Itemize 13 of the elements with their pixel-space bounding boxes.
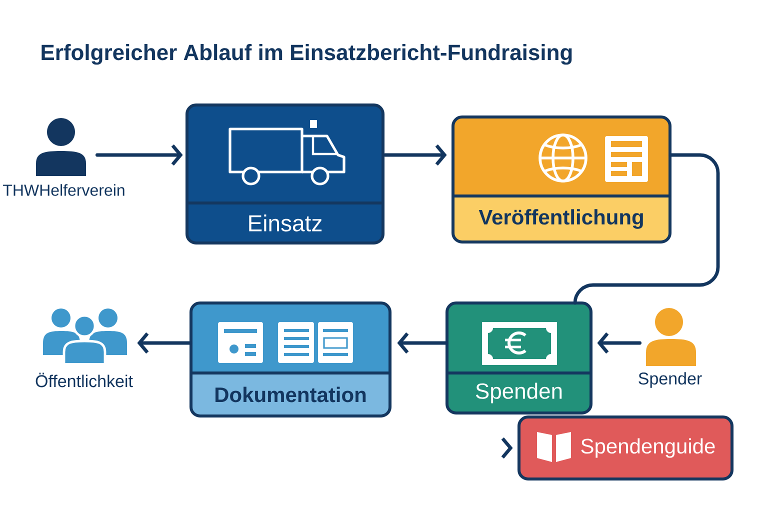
arrow [397, 332, 448, 354]
title: Erfolgreicher Ablauf im Einsatzbericht-Fundraising [42, 44, 572, 65]
arrow [597, 332, 642, 354]
chevron-arrow [501, 437, 513, 459]
guide-box: Spendenguide [518, 416, 734, 480]
node-label: THWHelferverein [3, 184, 124, 196]
node-label: Öffentlichkeit [36, 372, 133, 388]
arrow [137, 332, 192, 354]
process-box: Veröffentlichung [452, 116, 672, 244]
arrow [96, 144, 183, 166]
arrow [384, 144, 447, 166]
node-label: Spender [638, 372, 702, 388]
process-box: Einsatz [186, 104, 384, 244]
